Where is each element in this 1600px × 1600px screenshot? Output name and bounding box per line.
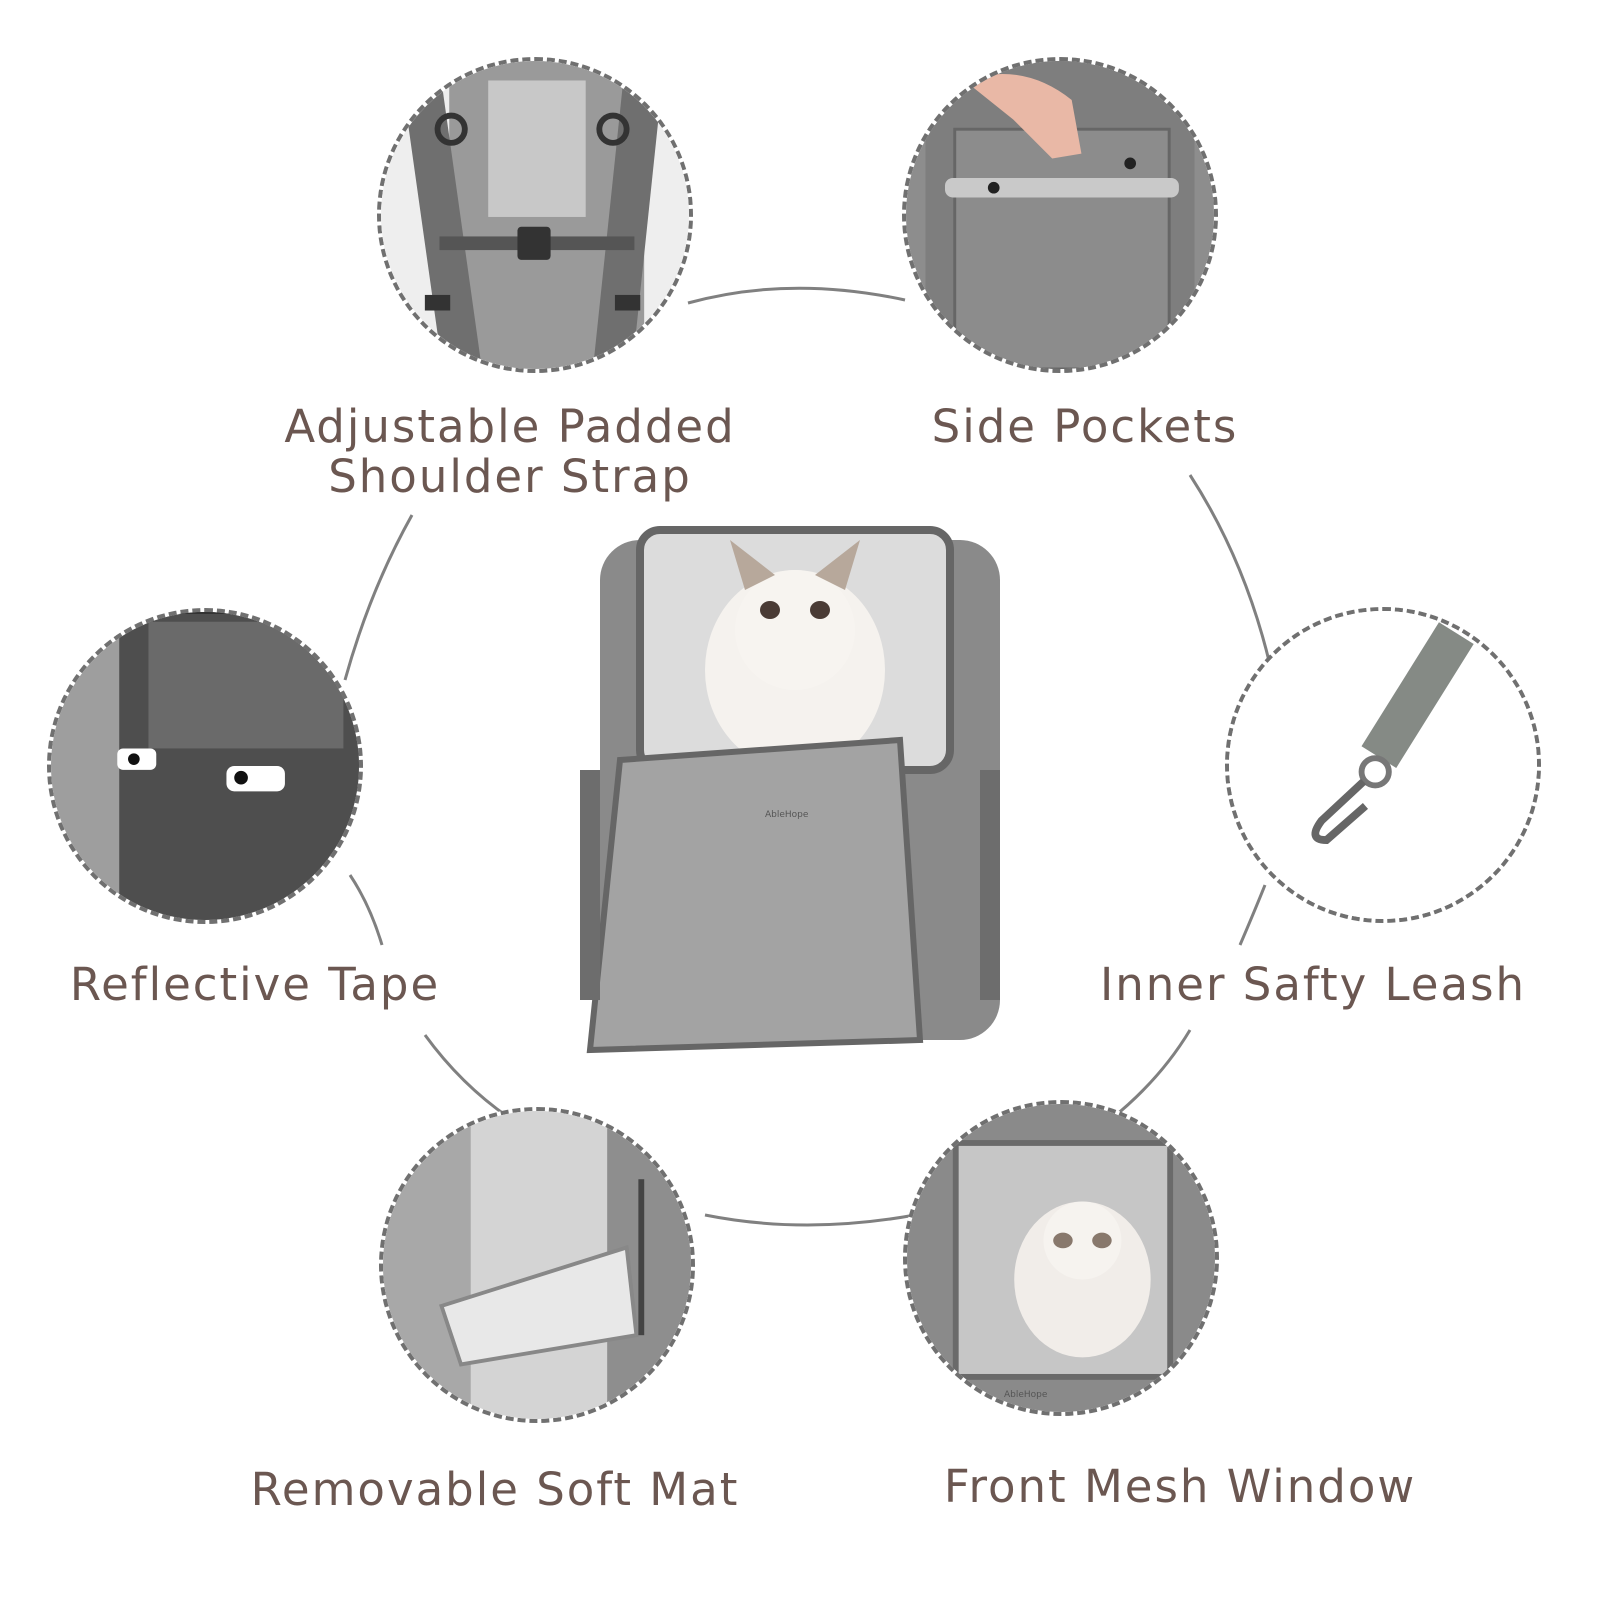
reflective-tape-photo-icon xyxy=(51,612,359,920)
feature-image-reflective-tape xyxy=(47,608,363,924)
label-soft-mat: Removable Soft Mat xyxy=(235,1465,755,1515)
label-shoulder-strap-line-1: Adjustable Padded xyxy=(284,400,736,453)
label-side-pockets: Side Pockets xyxy=(915,402,1255,452)
label-shoulder-strap-line-2: Shoulder Strap xyxy=(328,450,692,503)
soft-mat-photo-icon xyxy=(383,1111,691,1419)
label-side-pockets-line-1: Side Pockets xyxy=(931,400,1239,453)
feature-image-safety-leash xyxy=(1225,607,1541,923)
mesh-window-brand-tag: AbleHope xyxy=(1004,1390,1048,1400)
label-mesh-window: Front Mesh Window xyxy=(930,1462,1430,1512)
mesh-window-photo-icon xyxy=(907,1104,1215,1412)
label-safety-leash: Inner Safty Leash xyxy=(1083,960,1543,1010)
label-reflective-tape: Reflective Tape xyxy=(60,960,450,1010)
feature-image-soft-mat xyxy=(379,1107,695,1423)
pet-carrier-backpack-with-cat-icon xyxy=(580,526,1000,1054)
label-shoulder-strap: Adjustable Padded Shoulder Strap xyxy=(270,402,750,502)
label-mesh-window-line-1: Front Mesh Window xyxy=(943,1460,1417,1513)
feature-image-shoulder-strap xyxy=(377,57,693,373)
side-pocket-photo-icon xyxy=(906,61,1214,369)
center-product-brand-tag: AbleHope xyxy=(765,810,809,820)
safety-leash-photo-icon xyxy=(1229,611,1537,919)
label-safety-leash-line-1: Inner Safty Leash xyxy=(1099,958,1527,1011)
feature-image-mesh-window: AbleHope xyxy=(903,1100,1219,1416)
label-reflective-tape-line-1: Reflective Tape xyxy=(69,958,441,1011)
feature-image-side-pockets xyxy=(902,57,1218,373)
shoulder-strap-photo-icon xyxy=(381,61,689,369)
label-soft-mat-line-1: Removable Soft Mat xyxy=(250,1463,740,1516)
